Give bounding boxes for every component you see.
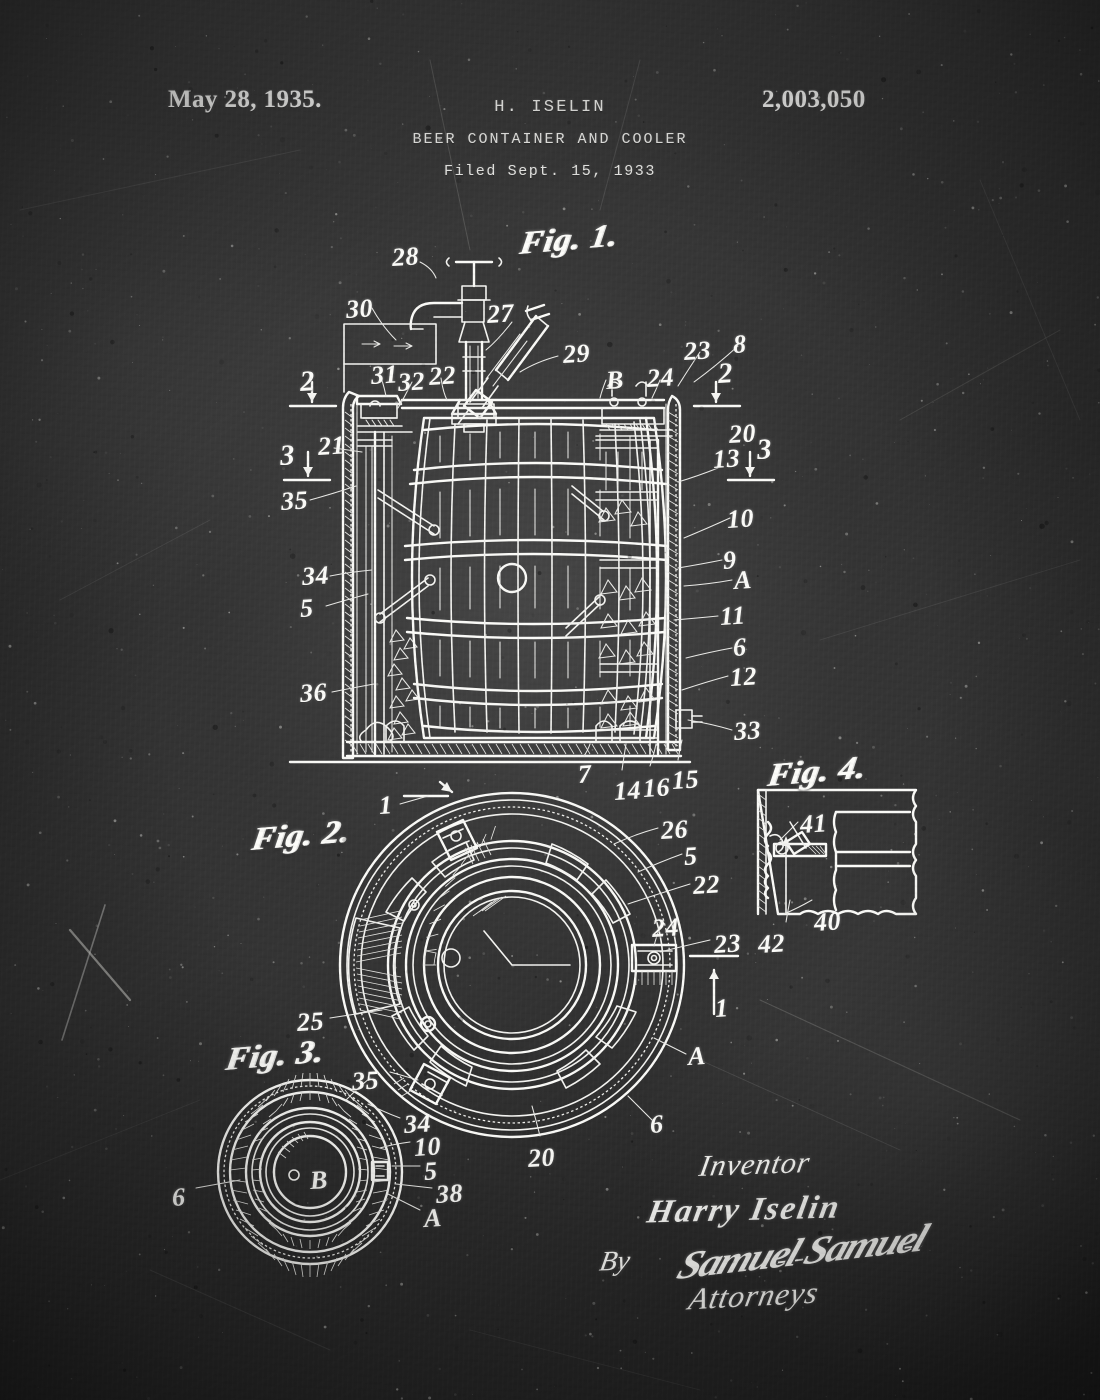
callout-fig1-27: 27 [486, 298, 515, 329]
callout-fig1-30: 30 [345, 293, 374, 324]
callout-fig4-40: 40 [813, 906, 842, 937]
callout-fig3-B: B [309, 1164, 329, 1195]
barrel-head-hatch [423, 950, 437, 966]
callout-fig3-A: A [423, 1202, 443, 1233]
callout-fig2-24: 24 [651, 912, 680, 943]
inner-chamber-left [357, 430, 393, 756]
inventor-label: Inventor [696, 1146, 814, 1183]
callout-fig1-3: 3 [278, 439, 296, 472]
callout-fig2-22: 22 [692, 869, 721, 900]
callout-fig2-5: 5 [683, 841, 699, 871]
callout-fig2-6: 6 [649, 1109, 665, 1139]
callout-fig1-34: 34 [301, 560, 330, 591]
callout-fig1-12: 12 [729, 661, 758, 692]
callout-fig1-16: 16 [642, 772, 671, 803]
callout-fig1-2: 2 [716, 357, 734, 390]
callout-fig2-A: A [687, 1040, 707, 1071]
callout-fig1-28: 28 [391, 241, 420, 272]
callout-fig2-25: 25 [296, 1006, 325, 1037]
figure-4-drawing [756, 788, 918, 923]
callout-fig1-11: 11 [719, 600, 747, 631]
callout-fig1-7: 7 [577, 759, 593, 789]
callout-fig1-2: 2 [298, 365, 316, 398]
callout-fig1-22: 22 [428, 360, 457, 391]
beer-barrel [403, 403, 669, 740]
callout-fig1-3: 3 [755, 433, 773, 466]
cooling-medium-right [598, 499, 656, 729]
callout-fig1-35: 35 [280, 485, 309, 516]
cooler-cabinet-left [341, 390, 361, 760]
callout-fig1-8: 8 [732, 329, 748, 359]
callout-fig1-29: 29 [562, 338, 591, 369]
callout-fig2-1: 1 [378, 790, 394, 820]
callout-fig2-20: 20 [527, 1142, 556, 1173]
callout-fig1-15: 15 [671, 764, 700, 795]
cooler-cabinet-right [665, 394, 682, 755]
callout-fig1-21: 21 [317, 430, 346, 461]
callout-fig1-14: 14 [613, 775, 642, 806]
brace-right [565, 485, 610, 637]
figure-1-drawing [282, 257, 776, 771]
callout-fig1-A: A [733, 564, 753, 595]
by-label: By [597, 1245, 633, 1278]
callout-fig1-31: 31 [370, 359, 399, 390]
callout-fig2-23: 23 [713, 928, 742, 959]
callout-fig4-42: 42 [757, 928, 786, 959]
inventor-signature-name: Harry Iselin [644, 1189, 844, 1231]
callout-fig1-23: 23 [683, 335, 712, 366]
callout-fig4-41: 41 [799, 808, 828, 839]
callout-fig1-6: 6 [732, 632, 748, 662]
barrel-head-plan [436, 889, 588, 1041]
callout-fig1-B: B [605, 364, 625, 395]
attorneys-label: Attorneys [685, 1274, 823, 1317]
callout-fig1-36: 36 [299, 677, 328, 708]
callout-fig1-32: 32 [397, 366, 426, 397]
callout-fig2-35: 35 [351, 1065, 380, 1096]
callout-fig1-24: 24 [646, 362, 675, 393]
callout-fig1-33: 33 [733, 715, 762, 746]
callout-fig3-6: 6 [171, 1182, 187, 1212]
callout-fig2-1: 1 [714, 993, 730, 1023]
cooler-top-rim-left [355, 394, 413, 433]
callout-fig1-5: 5 [299, 593, 315, 623]
callout-fig1-13: 13 [712, 443, 741, 474]
callout-fig1-10: 10 [726, 503, 755, 534]
